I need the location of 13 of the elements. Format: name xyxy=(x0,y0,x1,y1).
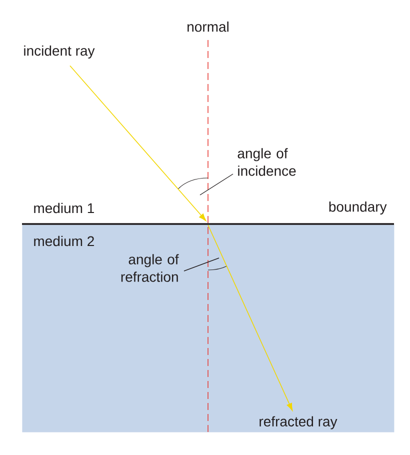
text-label: angle of incidence xyxy=(238,148,296,176)
text-label: boundary xyxy=(329,201,387,215)
ray-arrow xyxy=(208,224,293,411)
ray-arrow xyxy=(70,65,206,222)
text-label: medium 1 xyxy=(34,202,94,214)
angle-arc xyxy=(178,178,208,190)
leader-line xyxy=(184,258,220,272)
leader-line xyxy=(200,174,234,196)
text-label: incident ray xyxy=(24,45,95,59)
angle-arc xyxy=(208,266,228,270)
text-label: normal xyxy=(188,22,228,32)
text-label: angle of refraction xyxy=(121,254,179,282)
text-label: refracted ray xyxy=(260,416,338,430)
